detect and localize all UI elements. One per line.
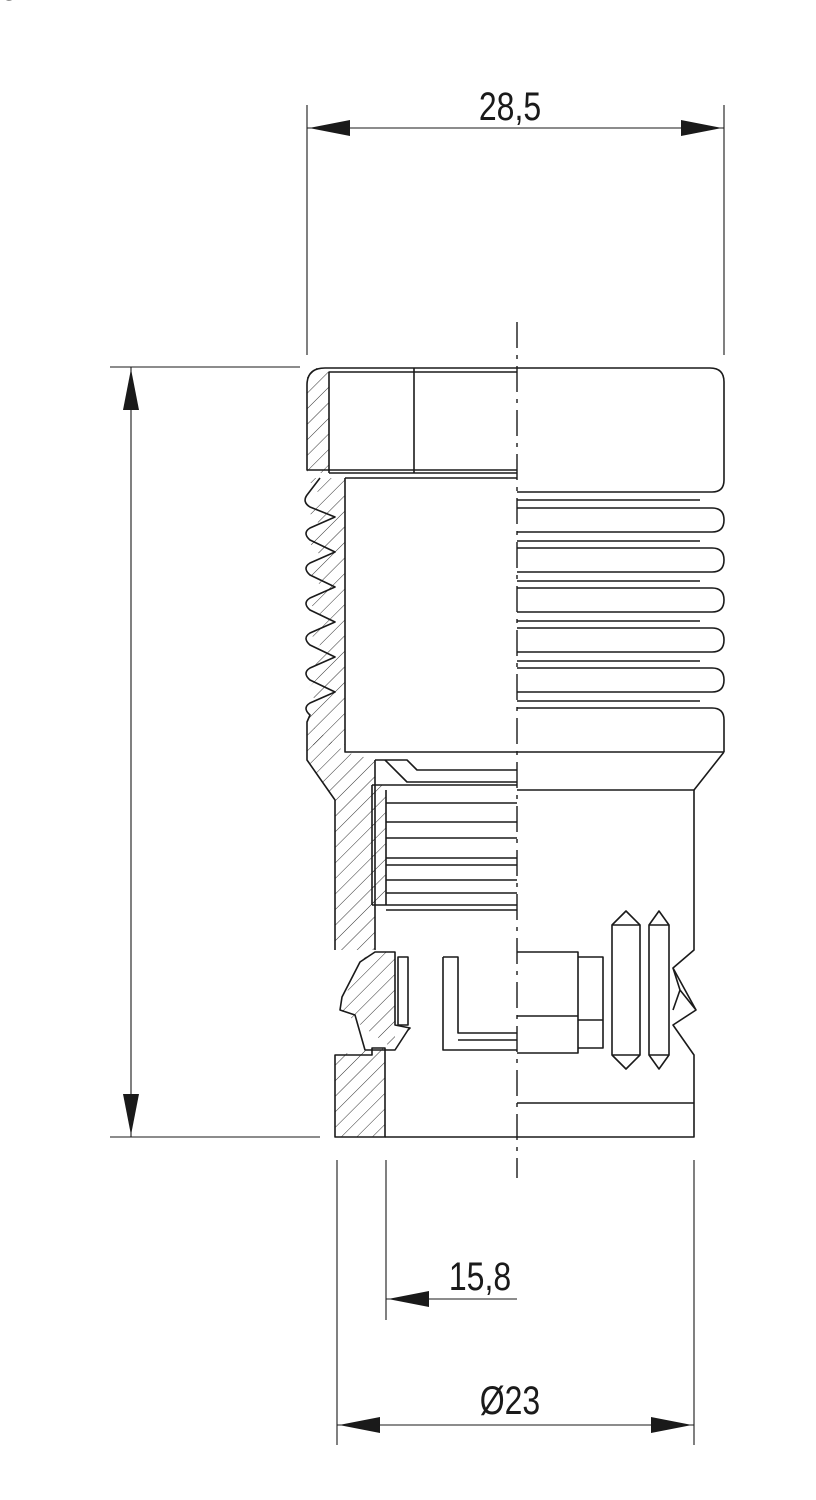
dimension-height-label: 63 bbox=[0, 0, 18, 9]
dimension-height: 63 bbox=[0, 0, 320, 1138]
dimension-diameter-label: Ø23 bbox=[480, 1378, 540, 1423]
section-view bbox=[304, 367, 517, 1138]
inner-thread-lines bbox=[372, 802, 517, 911]
slot-right bbox=[648, 910, 670, 1070]
slot-left bbox=[611, 910, 641, 1070]
dimension-diameter: Ø23 bbox=[336, 1160, 695, 1445]
dimension-inner: 15,8 bbox=[385, 1160, 517, 1320]
exterior-view bbox=[517, 367, 725, 1138]
dimension-inner-label: 15,8 bbox=[449, 1254, 511, 1299]
dimension-width: 28,5 bbox=[306, 84, 725, 355]
dimension-width-label: 28,5 bbox=[479, 84, 541, 129]
rib-group bbox=[517, 499, 725, 753]
